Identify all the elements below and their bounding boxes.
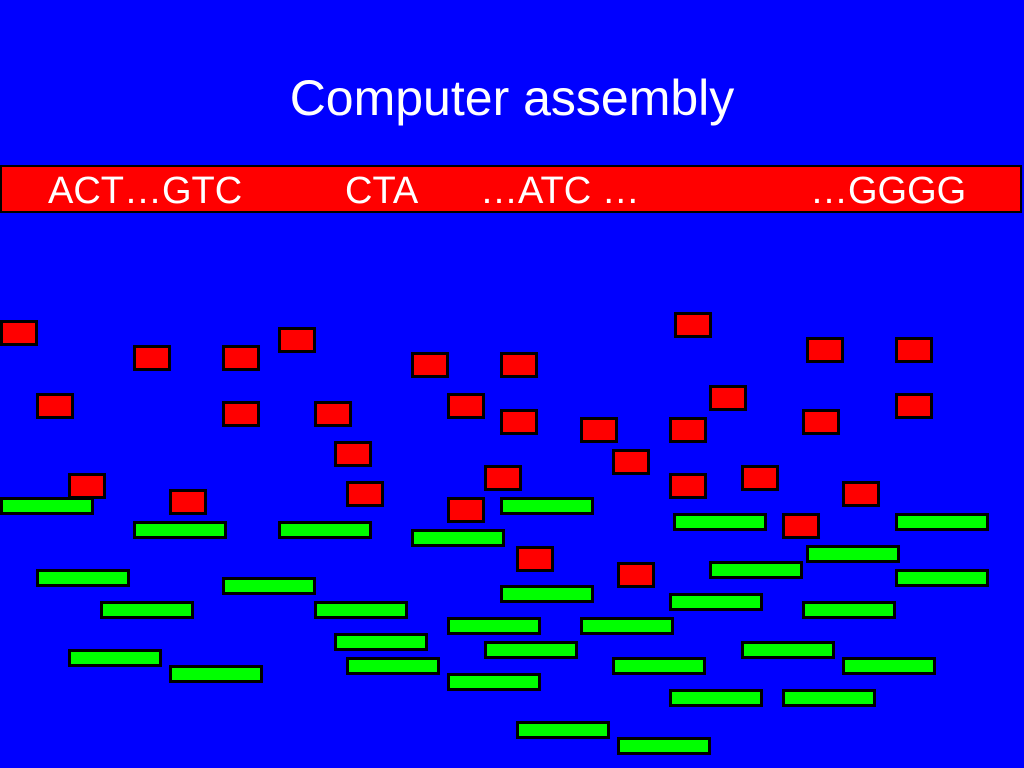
red-fragment — [895, 393, 933, 419]
green-fragment — [516, 721, 610, 739]
green-fragment — [802, 601, 896, 619]
green-fragment — [346, 657, 440, 675]
sequence-part-4: …GGGG — [810, 170, 967, 212]
green-fragment — [68, 649, 162, 667]
red-fragment — [674, 312, 712, 338]
red-fragment — [782, 513, 820, 539]
green-fragment — [500, 585, 594, 603]
red-fragment — [278, 327, 316, 353]
sequence-part-1: ACT…GTC — [48, 170, 243, 212]
green-fragment — [484, 641, 578, 659]
red-fragment — [447, 497, 485, 523]
red-fragment — [709, 385, 747, 411]
red-fragment — [669, 417, 707, 443]
green-fragment — [669, 689, 763, 707]
sequence-part-2: CTA — [345, 170, 419, 212]
red-fragment — [0, 320, 38, 346]
red-fragment — [68, 473, 106, 499]
green-fragment — [741, 641, 835, 659]
green-fragment — [782, 689, 876, 707]
red-fragment — [411, 352, 449, 378]
green-fragment — [617, 737, 711, 755]
red-fragment — [314, 401, 352, 427]
green-fragment — [36, 569, 130, 587]
red-fragment — [516, 546, 554, 572]
red-fragment — [484, 465, 522, 491]
green-fragment — [0, 497, 94, 515]
green-fragment — [673, 513, 767, 531]
green-fragment — [447, 617, 541, 635]
red-fragment — [222, 401, 260, 427]
green-fragment — [133, 521, 227, 539]
green-fragment — [278, 521, 372, 539]
green-fragment — [500, 497, 594, 515]
slide-title: Computer assembly — [289, 70, 735, 126]
red-fragment — [741, 465, 779, 491]
sequence-part-3: …ATC … — [480, 170, 640, 212]
green-fragment — [314, 601, 408, 619]
green-fragment — [842, 657, 936, 675]
green-fragment — [411, 529, 505, 547]
red-fragment — [500, 409, 538, 435]
red-fragment — [806, 337, 844, 363]
red-fragment — [802, 409, 840, 435]
green-fragment — [580, 617, 674, 635]
red-fragment — [169, 489, 207, 515]
green-fragment — [334, 633, 428, 651]
green-fragment — [806, 545, 900, 563]
green-fragment — [447, 673, 541, 691]
red-fragment — [346, 481, 384, 507]
green-fragment — [895, 513, 989, 531]
green-fragment — [709, 561, 803, 579]
assembled-sequence-bar: ACT…GTC CTA …ATC … …GGGG — [0, 165, 1022, 213]
red-fragment — [842, 481, 880, 507]
red-fragment — [617, 562, 655, 588]
red-fragment — [895, 337, 933, 363]
red-fragment — [500, 352, 538, 378]
green-fragment — [222, 577, 316, 595]
green-fragment — [612, 657, 706, 675]
red-fragment — [612, 449, 650, 475]
green-fragment — [895, 569, 989, 587]
red-fragment — [334, 441, 372, 467]
red-fragment — [36, 393, 74, 419]
red-fragment — [447, 393, 485, 419]
green-fragment — [100, 601, 194, 619]
red-fragment — [669, 473, 707, 499]
red-fragment — [133, 345, 171, 371]
green-fragment — [169, 665, 263, 683]
red-fragment — [580, 417, 618, 443]
red-fragment — [222, 345, 260, 371]
green-fragment — [669, 593, 763, 611]
